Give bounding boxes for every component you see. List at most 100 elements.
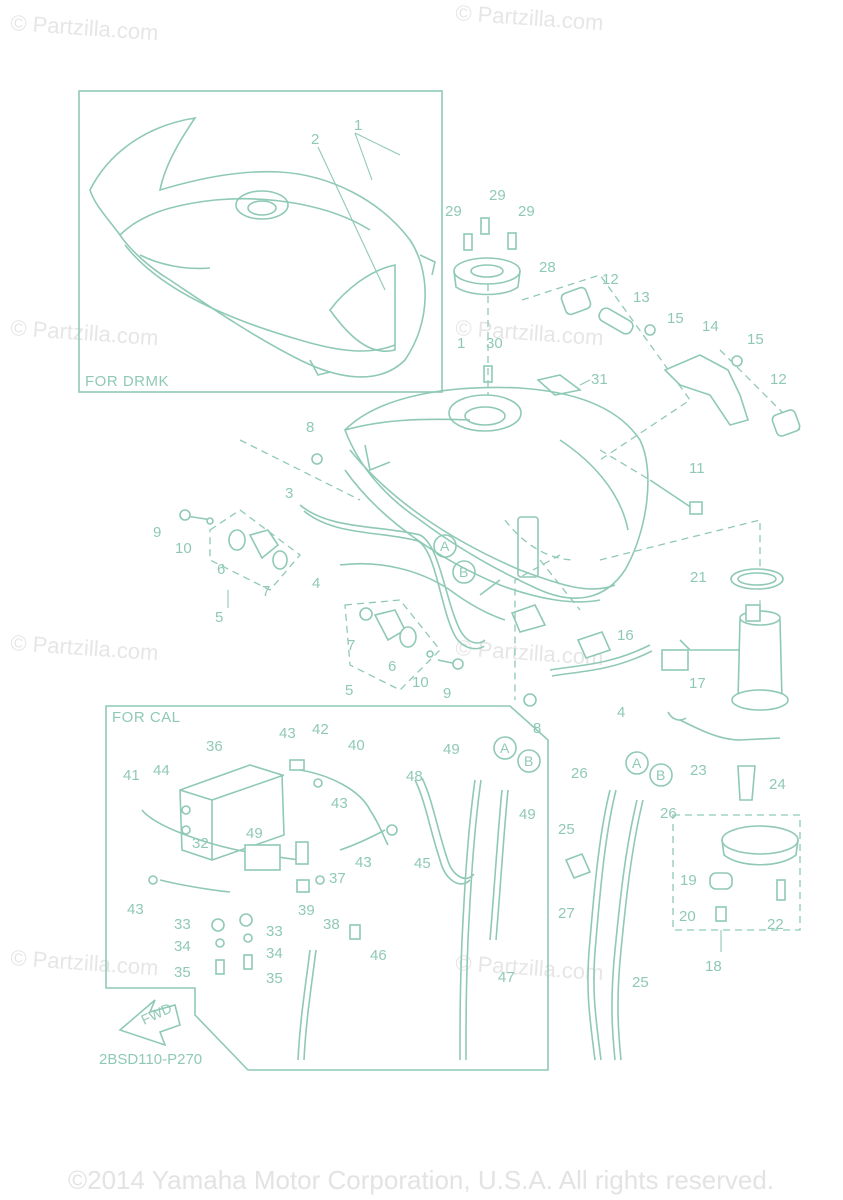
damper-12 bbox=[771, 409, 801, 437]
collar-34 bbox=[215, 938, 225, 948]
callout-29: 29 bbox=[445, 203, 462, 220]
drmk-tank-tab bbox=[309, 359, 331, 376]
callout-16: 16 bbox=[617, 627, 634, 644]
callout-18: 18 bbox=[705, 958, 722, 975]
fuel-pump-assembly: 21 17 23 24 19 20 22 18 bbox=[599, 519, 801, 975]
callout-23: 23 bbox=[690, 762, 707, 779]
callout-34: 34 bbox=[174, 938, 191, 955]
callout-29: 29 bbox=[489, 187, 506, 204]
label-31: 31 bbox=[536, 371, 608, 396]
callout-6: 6 bbox=[217, 561, 225, 578]
clip-43 bbox=[313, 778, 323, 788]
tank-lower-edge bbox=[344, 469, 601, 603]
hoses-25-26: A B 26 26 25 27 25 bbox=[558, 751, 677, 1061]
hose-25b bbox=[611, 799, 638, 1061]
bolt-46 bbox=[349, 924, 361, 940]
pump-body bbox=[737, 619, 783, 701]
callout-30: 30 bbox=[486, 335, 503, 352]
callout-21: 21 bbox=[690, 569, 707, 586]
callout-1: 1 bbox=[354, 117, 362, 134]
callout-29: 29 bbox=[518, 203, 535, 220]
filler-ring-hole bbox=[470, 264, 504, 278]
svg-text:B: B bbox=[524, 753, 533, 769]
damper-7 bbox=[248, 529, 280, 560]
bolt-11-head bbox=[689, 501, 703, 515]
drmk-filler-hole bbox=[247, 200, 277, 216]
callout-22: 22 bbox=[767, 916, 784, 933]
callout-1: 1 bbox=[457, 335, 465, 352]
bolt-35 bbox=[243, 954, 253, 970]
svg-text:B: B bbox=[656, 767, 665, 783]
callout-49: 49 bbox=[443, 741, 460, 758]
callout-46: 46 bbox=[370, 947, 387, 964]
rear-bracket-assembly: 12 13 15 14 15 12 bbox=[521, 271, 801, 461]
drmk-tank-flange bbox=[124, 244, 396, 352]
drmk-tank-edge bbox=[139, 254, 211, 270]
bracket-14 bbox=[663, 354, 750, 426]
pump-flange bbox=[731, 689, 789, 711]
screw-8 bbox=[311, 453, 323, 465]
tank-flange bbox=[349, 449, 616, 590]
watermark: © Partzilla.com bbox=[10, 630, 160, 665]
hose-4-b bbox=[549, 644, 651, 671]
hose-4 bbox=[339, 562, 506, 621]
callout-26: 26 bbox=[571, 765, 588, 782]
drmk-tank-outline bbox=[89, 116, 426, 378]
tank-bracket bbox=[517, 516, 539, 578]
callout-33: 33 bbox=[174, 916, 191, 933]
svg-text:A: A bbox=[440, 538, 450, 554]
collar-38 bbox=[296, 879, 310, 893]
filler-ring-side bbox=[453, 270, 521, 296]
canister-36 bbox=[179, 764, 285, 861]
cal-inset: FOR CAL A B bbox=[105, 705, 549, 1071]
washer-15 bbox=[731, 355, 743, 367]
drmk-inset: FOR DRMK 1 2 bbox=[78, 90, 443, 393]
hose-43-lower bbox=[159, 879, 231, 893]
callout-26: 26 bbox=[660, 805, 677, 822]
regulator-19 bbox=[709, 872, 733, 890]
hose-25a bbox=[587, 789, 611, 1061]
block-16b bbox=[576, 631, 612, 659]
filler-neck bbox=[448, 394, 522, 432]
tank-top-edge bbox=[344, 418, 471, 431]
collar-6 bbox=[399, 626, 417, 648]
bolt-11 bbox=[649, 479, 696, 511]
connector-a bbox=[625, 751, 649, 775]
hose-48 bbox=[414, 779, 471, 885]
tank-mount bbox=[364, 444, 391, 472]
damper-7 bbox=[359, 607, 373, 621]
tank-body bbox=[344, 386, 649, 599]
washer-10 bbox=[426, 650, 434, 658]
callout-49: 49 bbox=[246, 825, 263, 842]
callout-14: 14 bbox=[702, 318, 719, 335]
hose-lower-47 bbox=[297, 949, 311, 1061]
hose-40 bbox=[299, 769, 389, 846]
group-5-bracket bbox=[209, 509, 301, 591]
callout-7: 7 bbox=[262, 583, 270, 600]
connector-b bbox=[649, 763, 673, 787]
callout-37: 37 bbox=[329, 870, 346, 887]
callout-8: 8 bbox=[306, 419, 314, 436]
clip-42 bbox=[289, 759, 305, 771]
tank-side-seam bbox=[559, 439, 629, 531]
drmk-tank-seam bbox=[119, 197, 371, 236]
callout-12: 12 bbox=[602, 271, 619, 288]
cal-label: FOR CAL bbox=[112, 709, 181, 726]
clip-24 bbox=[737, 765, 756, 801]
callout-19: 19 bbox=[680, 872, 697, 889]
fuel-tank bbox=[344, 386, 649, 603]
callout-15: 15 bbox=[667, 310, 684, 327]
callout-43: 43 bbox=[355, 854, 372, 871]
callout-31: 31 bbox=[591, 371, 608, 388]
group-18-frame bbox=[672, 814, 801, 931]
callout-34: 34 bbox=[266, 945, 283, 962]
callout-44: 44 bbox=[153, 762, 170, 779]
connector-markers-tank: A B bbox=[433, 534, 501, 596]
callout-39: 39 bbox=[298, 902, 315, 919]
callout-20: 20 bbox=[679, 908, 696, 925]
callout-28: 28 bbox=[539, 259, 556, 276]
callout-48: 48 bbox=[406, 768, 423, 785]
left-mount-lower: 7 6 10 9 5 bbox=[344, 599, 464, 702]
hidden-line bbox=[504, 519, 576, 561]
collar-6 bbox=[228, 529, 246, 551]
